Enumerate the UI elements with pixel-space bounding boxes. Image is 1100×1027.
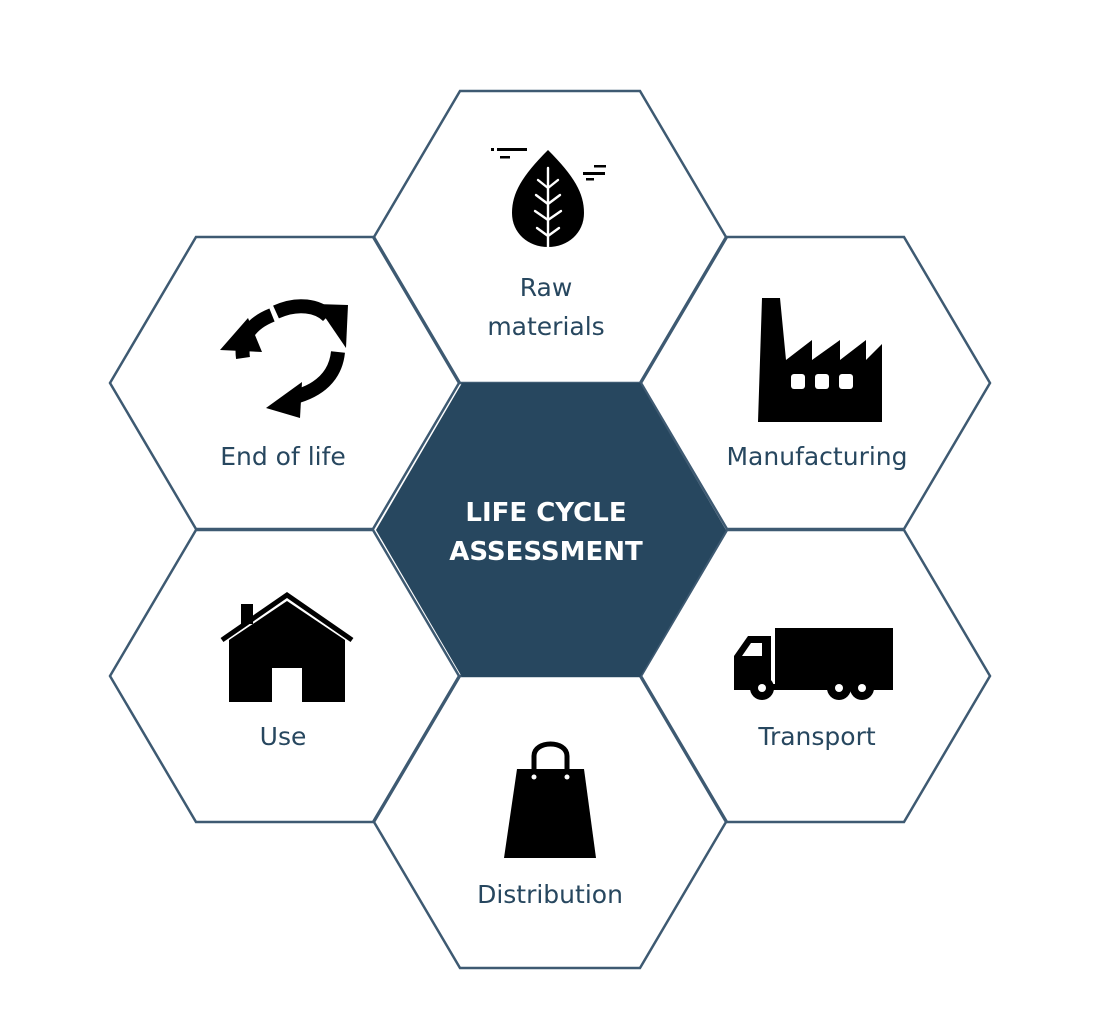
label-transport: Transport bbox=[757, 722, 876, 751]
shopping-bag-icon bbox=[504, 741, 596, 858]
label-raw-line1: Raw bbox=[520, 273, 573, 302]
leaf-icon bbox=[491, 148, 606, 254]
center-title-line1: LIFE CYCLE bbox=[465, 498, 626, 528]
hex-center bbox=[376, 383, 726, 677]
label-manufacturing: Manufacturing bbox=[726, 442, 907, 471]
label-distribution: Distribution bbox=[477, 880, 623, 909]
house-icon bbox=[220, 591, 354, 702]
hex-end-of-life bbox=[108, 235, 461, 531]
truck-icon bbox=[734, 628, 893, 700]
label-use: Use bbox=[260, 722, 307, 751]
label-raw-line2: materials bbox=[487, 312, 604, 341]
factory-icon bbox=[758, 298, 882, 422]
label-end-of-life: End of life bbox=[220, 442, 346, 471]
center-title-line2: ASSESSMENT bbox=[449, 537, 643, 567]
